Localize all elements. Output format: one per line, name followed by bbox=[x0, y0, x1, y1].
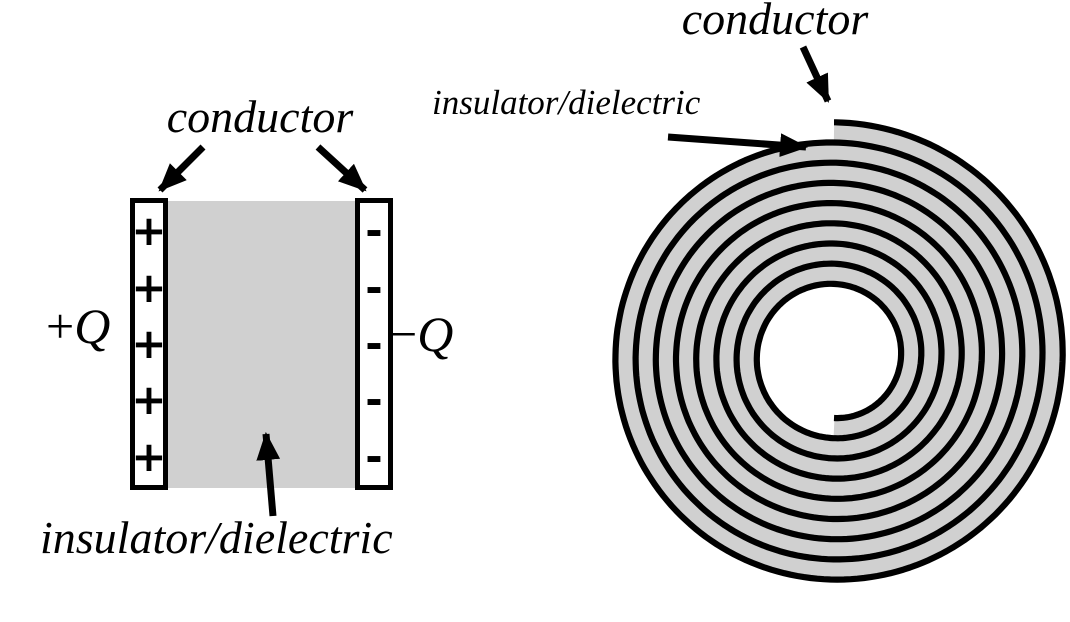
minus-symbol: - bbox=[365, 318, 383, 368]
negative-plate: - - - - - bbox=[355, 198, 393, 490]
plus-symbol: + bbox=[131, 262, 167, 312]
positive-charge-label: +Q bbox=[46, 301, 110, 351]
minus-symbol: - bbox=[365, 262, 383, 312]
plus-symbol: + bbox=[131, 206, 167, 256]
plus-symbol: + bbox=[131, 318, 167, 368]
charge-symbol: Q bbox=[74, 298, 111, 354]
plus-sign: + bbox=[46, 298, 75, 354]
minus-sign: − bbox=[389, 306, 418, 362]
plus-symbol: + bbox=[131, 431, 167, 481]
rolled-dielectric-spiral bbox=[615, 121, 1064, 580]
positive-plate: + + + + + bbox=[130, 198, 168, 490]
charge-symbol: Q bbox=[417, 306, 454, 362]
minus-symbol: - bbox=[365, 206, 383, 256]
conductor-arrow-spiral bbox=[799, 45, 832, 103]
dielectric-label-right-diagram: insulator/dielectric bbox=[432, 83, 701, 122]
conductor-arrow-right-plate bbox=[315, 144, 368, 193]
conductor-label-left-diagram: conductor bbox=[166, 91, 354, 142]
dielectric-arrow-up bbox=[256, 431, 281, 517]
dielectric-slab bbox=[168, 201, 355, 488]
conductor-arrow-left-plate bbox=[157, 144, 206, 193]
negative-charge-label: −Q bbox=[389, 309, 453, 359]
dielectric-label-left-diagram: insulator/dielectric bbox=[40, 512, 393, 563]
plus-symbol: + bbox=[131, 375, 167, 425]
minus-symbol: - bbox=[365, 375, 383, 425]
rolled-conductor-spiral bbox=[612, 119, 1066, 583]
minus-symbol: - bbox=[365, 431, 383, 481]
dielectric-arrow-spiral bbox=[667, 133, 809, 157]
conductor-label-right-diagram: conductor bbox=[681, 0, 869, 44]
